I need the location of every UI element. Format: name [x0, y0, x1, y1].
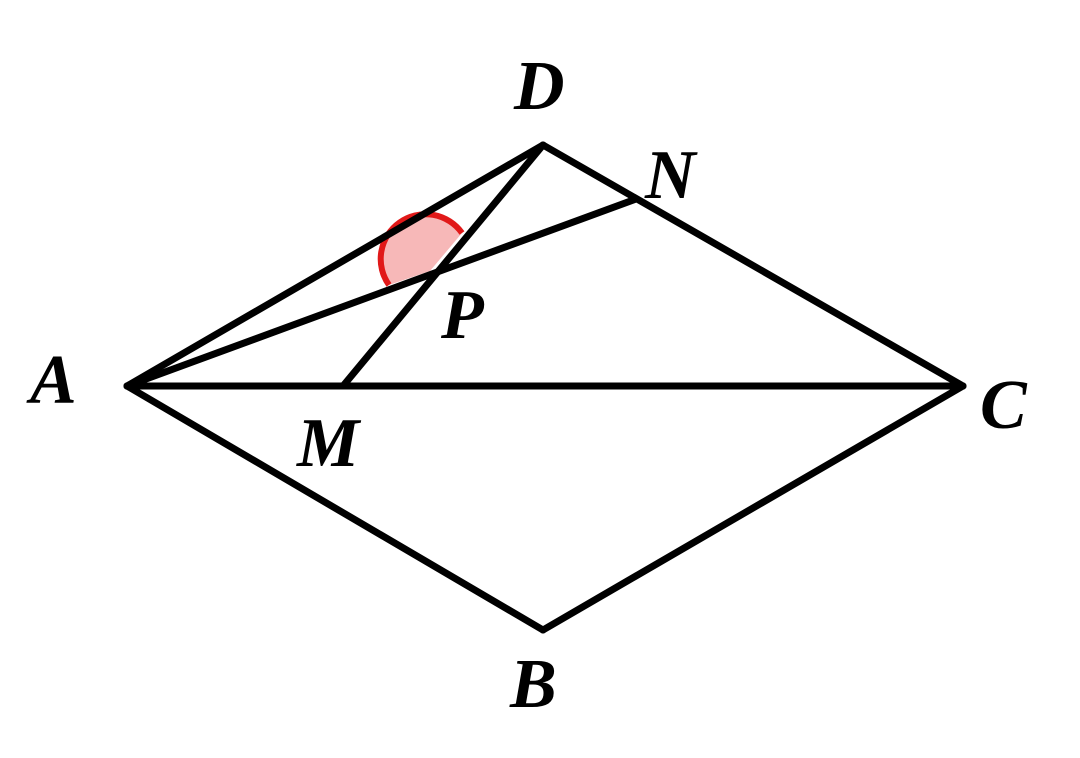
label-d: D	[513, 48, 565, 125]
segment-dc	[539, 141, 967, 390]
angle-marker-apd	[380, 214, 462, 285]
angle-marker-arc	[377, 211, 465, 287]
label-n: N	[644, 137, 698, 214]
segment-dm	[339, 141, 547, 390]
label-p: P	[440, 277, 485, 354]
label-c: C	[980, 367, 1028, 444]
label-a: A	[26, 342, 77, 419]
label-b: B	[509, 646, 557, 723]
segment-ba	[123, 382, 547, 634]
label-m: M	[296, 405, 362, 482]
segment-ad	[123, 141, 547, 390]
segment-an	[123, 195, 640, 390]
segment-cb	[539, 382, 967, 634]
